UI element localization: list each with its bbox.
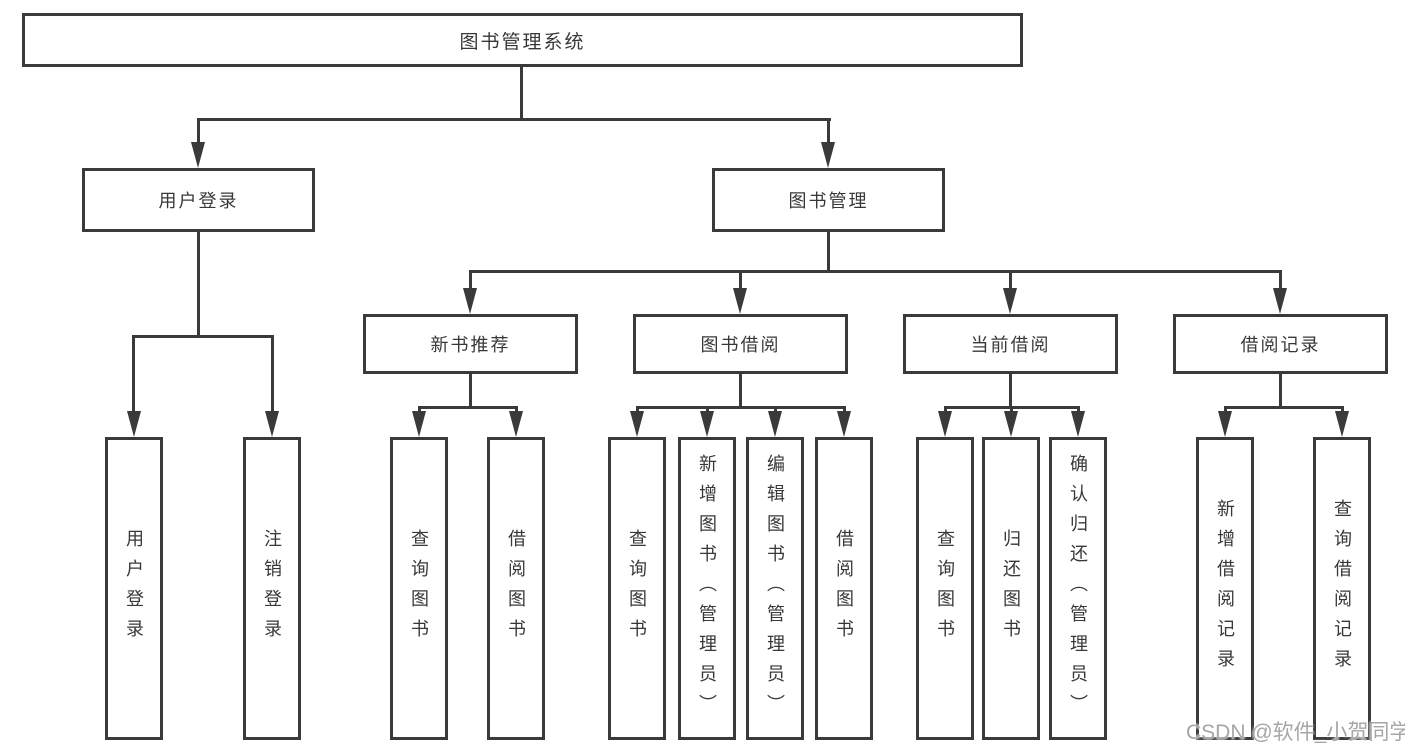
connector-line: [197, 118, 831, 121]
connector-line: [1077, 406, 1080, 415]
node-label: 图书借阅: [700, 335, 781, 355]
connector-line: [827, 118, 830, 146]
connector-arrow: [463, 288, 477, 314]
node-label: 新增借阅记录: [1215, 498, 1235, 679]
leaf-query-books-recommend: 查询图书: [390, 437, 448, 740]
connector-line: [827, 232, 830, 272]
leaf-query-borrow-record: 查询借阅记录: [1313, 437, 1371, 740]
connector-line: [1341, 406, 1344, 415]
leaf-edit-book-admin: 编辑图书（管理员）: [746, 437, 804, 740]
node-label: 图书管理: [788, 191, 869, 211]
node-label: 借阅记录: [1240, 335, 1321, 355]
connector-line: [636, 406, 846, 409]
connector-line: [515, 406, 518, 415]
connector-line: [944, 406, 947, 415]
connector-line: [132, 335, 273, 338]
connector-arrow: [1335, 411, 1349, 437]
connector-arrow: [837, 411, 851, 437]
node-borrow-records: 借阅记录: [1173, 314, 1388, 374]
connector-arrow: [821, 142, 835, 168]
leaf-logout: 注销登录: [243, 437, 301, 740]
node-label: 编辑图书（管理员）: [765, 453, 785, 724]
connector-arrow: [1003, 288, 1017, 314]
node-label: 借阅图书: [834, 528, 854, 649]
connector-line: [739, 270, 742, 292]
connector-arrow: [768, 411, 782, 437]
connector-arrow: [630, 411, 644, 437]
leaf-add-book-admin: 新增图书（管理员）: [678, 437, 736, 740]
connector-arrow: [509, 411, 523, 437]
node-label: 查询图书: [935, 528, 955, 649]
connector-line: [469, 270, 1282, 273]
connector-line: [1009, 270, 1012, 292]
connector-arrow: [412, 411, 426, 437]
connector-line: [469, 374, 472, 408]
connector-line: [197, 232, 200, 337]
node-label: 图书管理系统: [459, 31, 586, 53]
connector-line: [843, 406, 846, 415]
connector-line: [1279, 270, 1282, 292]
connector-arrow: [127, 411, 141, 437]
leaf-borrow-books: 借阅图书: [815, 437, 873, 740]
csdn-watermark: CSDN @软件_小贺同学: [1186, 721, 1405, 744]
node-label: 新书推荐: [430, 335, 511, 355]
connector-arrow: [733, 288, 747, 314]
connector-line: [739, 374, 742, 408]
node-library-system: 图书管理系统: [22, 13, 1023, 67]
node-label: 注销登录: [262, 528, 282, 649]
node-label: 用户登录: [124, 528, 144, 649]
connector-line: [520, 67, 523, 120]
node-label: 查询借阅记录: [1332, 498, 1352, 679]
leaf-borrow-books-recommend: 借阅图书: [487, 437, 545, 740]
connector-line: [469, 270, 472, 292]
node-label: 确认归还（管理员）: [1068, 453, 1088, 724]
node-label: 查询图书: [409, 528, 429, 649]
connector-line: [418, 406, 421, 415]
connector-arrow: [1071, 411, 1085, 437]
connector-line: [636, 406, 639, 415]
connector-line: [706, 406, 709, 415]
connector-line: [132, 335, 135, 413]
connector-arrow: [938, 411, 952, 437]
leaf-confirm-return-admin: 确认归还（管理员）: [1049, 437, 1107, 740]
connector-line: [1224, 406, 1344, 409]
connector-line: [1009, 374, 1012, 408]
leaf-add-borrow-record: 新增借阅记录: [1196, 437, 1254, 740]
node-book-management: 图书管理: [712, 168, 945, 232]
connector-arrow: [1218, 411, 1232, 437]
node-book-borrow: 图书借阅: [633, 314, 848, 374]
connector-arrow: [1004, 411, 1018, 437]
node-label: 新增图书（管理员）: [697, 453, 717, 724]
connector-line: [774, 406, 777, 415]
connector-arrow: [1273, 288, 1287, 314]
node-current-borrow: 当前借阅: [903, 314, 1118, 374]
leaf-return-books: 归还图书: [982, 437, 1040, 740]
leaf-query-books-current: 查询图书: [916, 437, 974, 740]
connector-line: [1010, 406, 1013, 415]
connector-line: [271, 335, 274, 413]
connector-line: [197, 118, 200, 146]
node-label: 用户登录: [158, 191, 239, 211]
connector-line: [418, 406, 518, 409]
connector-arrow: [700, 411, 714, 437]
node-label: 当前借阅: [970, 335, 1051, 355]
connector-line: [1279, 374, 1282, 408]
node-new-book-recommend: 新书推荐: [363, 314, 578, 374]
leaf-user-login: 用户登录: [105, 437, 163, 740]
node-label: 归还图书: [1001, 528, 1021, 649]
connector-arrow: [265, 411, 279, 437]
node-label: 借阅图书: [506, 528, 526, 649]
node-label: 查询图书: [627, 528, 647, 649]
leaf-query-books-borrow: 查询图书: [608, 437, 666, 740]
connector-arrow: [191, 142, 205, 168]
node-user-login: 用户登录: [82, 168, 315, 232]
connector-line: [1224, 406, 1227, 415]
